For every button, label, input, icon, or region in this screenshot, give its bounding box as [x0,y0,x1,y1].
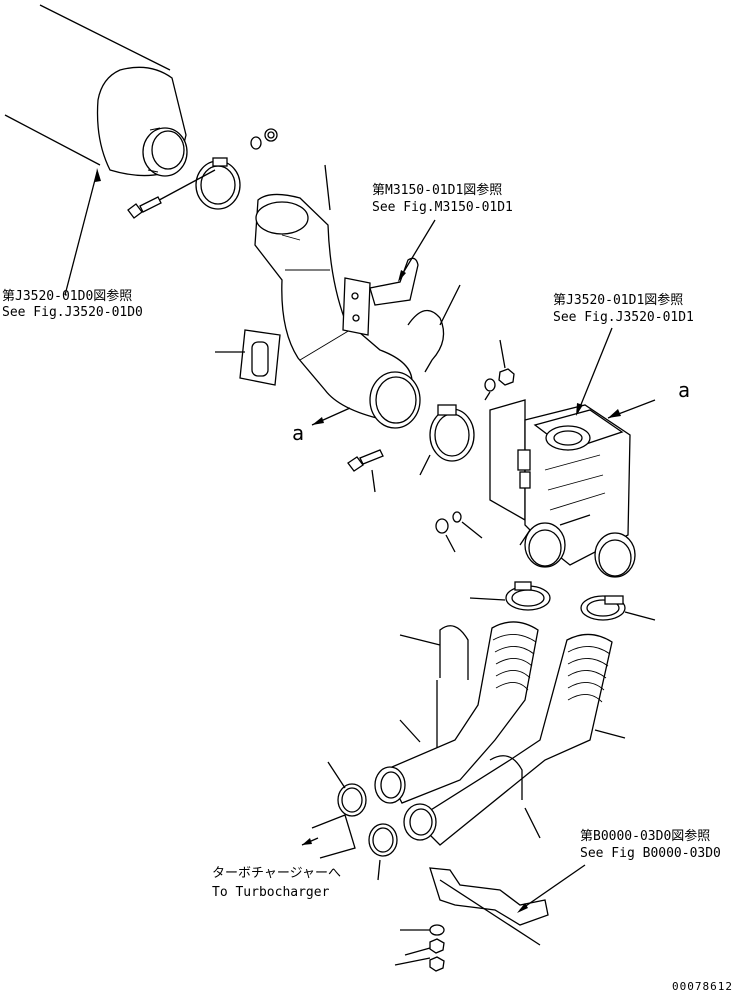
muffler-ref-jp: 第J3520-01D0図参照 [2,288,132,304]
turbo-label-en: To Turbocharger [212,885,330,900]
turbo-clamp [301,761,398,881]
frame-ref-jp: 第B0000-03D0図参照 [580,828,710,844]
lower-u-clamp [489,755,541,839]
middle-bolt [347,449,384,493]
upper-elbow-pipe [254,164,421,429]
muffler-ref-en: See Fig.J3520-01D0 [2,305,143,320]
drawing-number: 00078612 [672,980,733,993]
bracket-ref-jp: 第M3150-01D1図参照 [372,182,502,198]
mark-a-left-text: a [292,421,304,445]
left-flex-pipe [374,621,539,804]
manifold-ref-jp: 第J3520-01D1図参照 [553,292,683,308]
bracket-ref-en: See Fig.M3150-01D1 [372,200,513,215]
leader-frame [517,864,586,913]
muffler-clamp [195,157,241,210]
muffler [4,4,188,177]
manifold-ref-en: See Fig.J3520-01D1 [553,310,694,325]
pipe-u-clamp [407,284,461,373]
manifold-box [489,399,636,578]
leader-manifold [576,327,613,416]
leader-muffler [64,168,101,296]
frame-ref-en: See Fig B0000-03D0 [580,846,721,861]
gasket [215,329,281,386]
mark-a-right-text: a [678,378,690,402]
washer [250,128,278,150]
nut [435,339,515,553]
clamp-bolt [127,169,216,219]
lower-clamp-left [469,581,551,611]
support-bracket [394,867,549,972]
pipe-bracket [342,257,419,336]
mark-a-left: a [292,407,351,445]
lower-clamp-right [580,595,656,621]
leader-bracket [398,219,436,282]
middle-clamp [419,404,475,476]
right-flex-pipe [403,633,626,846]
turbo-label-jp: ターボチャージャーへ [212,866,341,881]
mark-a-right: a [607,378,690,419]
